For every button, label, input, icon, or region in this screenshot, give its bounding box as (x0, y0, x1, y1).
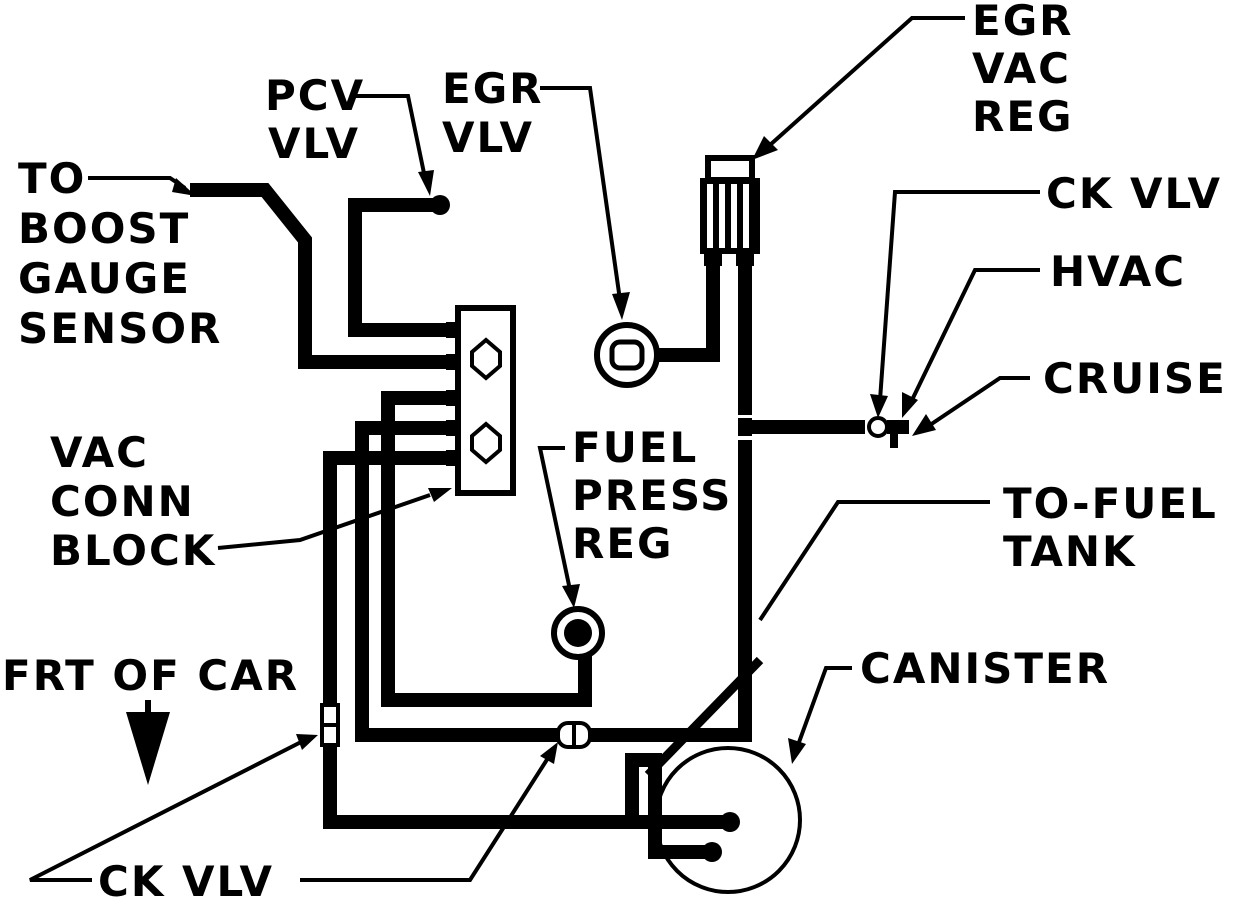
leader-egr-vlv (540, 86, 622, 301)
leader-vac-conn-block (217, 493, 431, 550)
egr-valve-port (609, 339, 645, 371)
leader-cruise (928, 376, 1030, 427)
hose-boost-sensor (190, 183, 458, 369)
vac-conn-block-bolt-upper (470, 337, 502, 381)
arrowhead-canister (788, 738, 806, 764)
arrowhead-vac-conn-block (428, 488, 452, 502)
egr-vac-reg-port-right (736, 252, 754, 266)
hose-check-to-main (590, 440, 752, 742)
canister-port-lower (702, 842, 722, 862)
vac-conn-block (446, 305, 516, 496)
ck-vlv-top-valve (867, 416, 889, 438)
vac-conn-port-3 (446, 390, 458, 406)
label-fuel-press-reg-line-1: FUEL (572, 423, 698, 472)
leader-ck-vlv-bottom-right (300, 756, 550, 882)
label-hvac: HVAC (1050, 247, 1186, 296)
vac-conn-port-1 (446, 322, 458, 338)
egr-vac-reg (700, 155, 760, 266)
canister-port-upper (720, 812, 740, 832)
vac-conn-port-4 (446, 420, 458, 436)
label-to-fuel-tank-line-1: TO-FUEL (1003, 479, 1218, 528)
vacuum-hoses (190, 183, 865, 859)
hose-egr-reg-to-egr-valve (655, 258, 720, 362)
egr-vac-reg-cap (705, 155, 755, 183)
label-to-fuel-tank-line-2: TANK (1003, 527, 1137, 576)
leader-pcv (352, 94, 427, 179)
leader-to-fuel-tank (758, 500, 990, 622)
arrowhead-egr-vac-reg (752, 136, 778, 160)
front-arrow-head (126, 712, 170, 785)
egr-vac-reg-fin-3 (731, 184, 737, 248)
vac-conn-port-5 (446, 450, 458, 466)
hose-to-fuel-tank (644, 656, 764, 779)
arrowhead-hvac (902, 392, 918, 418)
label-to-boost-line-2: BOOST (18, 204, 190, 253)
leader-canister (796, 666, 852, 746)
hose-to-lower-check-valve (355, 421, 560, 742)
arrowhead-ck-vlv-bottom-left (296, 734, 318, 750)
hose-left-check-to-canister (323, 745, 730, 829)
label-egr-vac-reg-line-3: REG (972, 92, 1074, 141)
leader-fuel-press-reg (537, 446, 572, 591)
label-vac-conn-block-line-2: CONN (50, 477, 195, 526)
label-ck-vlv-top: CK VLV (1046, 169, 1222, 218)
label-fuel-press-reg-line-2: PRESS (572, 471, 732, 520)
vac-conn-port-2 (446, 354, 458, 370)
accessory-tee (867, 416, 909, 448)
canister (654, 746, 802, 894)
leader-ck-vlv-bottom-left (29, 738, 306, 882)
hose-to-left-check-valve (323, 451, 458, 705)
arrowhead-ck-vlv-top (870, 394, 888, 418)
leader-lines (29, 16, 1040, 882)
leader-ck-vlv-top (878, 190, 1040, 401)
leader-egr-vac-reg (768, 16, 965, 147)
label-egr-vac-reg-line-1: EGR (972, 0, 1074, 45)
label-to-boost-line-4: SENSOR (18, 304, 222, 353)
label-egr-vlv-line-2: VLV (442, 113, 534, 162)
vac-conn-block-bolt-lower (470, 421, 502, 465)
arrowhead-pcv (418, 170, 434, 196)
leader-hvac (910, 268, 1040, 401)
arrowhead-fuel-press-reg (562, 584, 580, 608)
label-canister: CANISTER (860, 644, 1110, 693)
label-frt-of-car: FRT OF CAR (2, 651, 299, 700)
label-vac-conn-block-line-3: BLOCK (50, 526, 216, 575)
hose-pcv-valve (348, 198, 458, 337)
label-egr-vac-reg-line-2: VAC (972, 44, 1071, 93)
main-line-tee (738, 418, 752, 436)
label-pcv-vlv-line-1: PCV (265, 71, 365, 120)
label-to-boost-line-3: GAUGE (18, 254, 191, 303)
label-to-boost-line-1: TO (18, 154, 86, 203)
arrow-down-icon (126, 700, 170, 785)
label-ck-vlv-bottom: CK VLV (98, 857, 274, 900)
hvac-port (890, 434, 898, 448)
hose-fuel-press-reg (381, 391, 592, 707)
hose-canister-lower (625, 753, 712, 859)
arrowhead-ck-vlv-bottom-right (540, 742, 558, 764)
label-pcv-vlv-line-2: VLV (268, 119, 360, 168)
canister-body (654, 746, 802, 894)
egr-vac-reg-port-left (704, 252, 722, 266)
arrowhead-cruise (912, 414, 936, 436)
label-fuel-press-reg-line-3: REG (572, 519, 674, 568)
fuel-press-reg (551, 606, 605, 660)
arrowhead-egr-vlv (612, 292, 630, 320)
label-vac-conn-block-line-1: VAC (50, 428, 149, 477)
vac-conn-block-body (455, 305, 516, 496)
accessory-tee-body (887, 420, 909, 434)
arrowhead-to-boost (172, 178, 196, 196)
ck-vlv-left (320, 703, 340, 747)
label-egr-vlv-line-1: EGR (442, 64, 544, 113)
egr-vac-reg-fin-4 (743, 184, 749, 248)
pcv-valve-port (430, 195, 450, 215)
leader-to-boost (88, 176, 187, 190)
egr-vac-reg-fin-1 (707, 184, 713, 248)
label-cruise: CRUISE (1043, 354, 1227, 403)
egr-vac-reg-fin-2 (719, 184, 725, 248)
ck-vlv-lower (556, 721, 592, 749)
fuel-press-reg-port (564, 619, 592, 647)
egr-valve (594, 322, 660, 388)
